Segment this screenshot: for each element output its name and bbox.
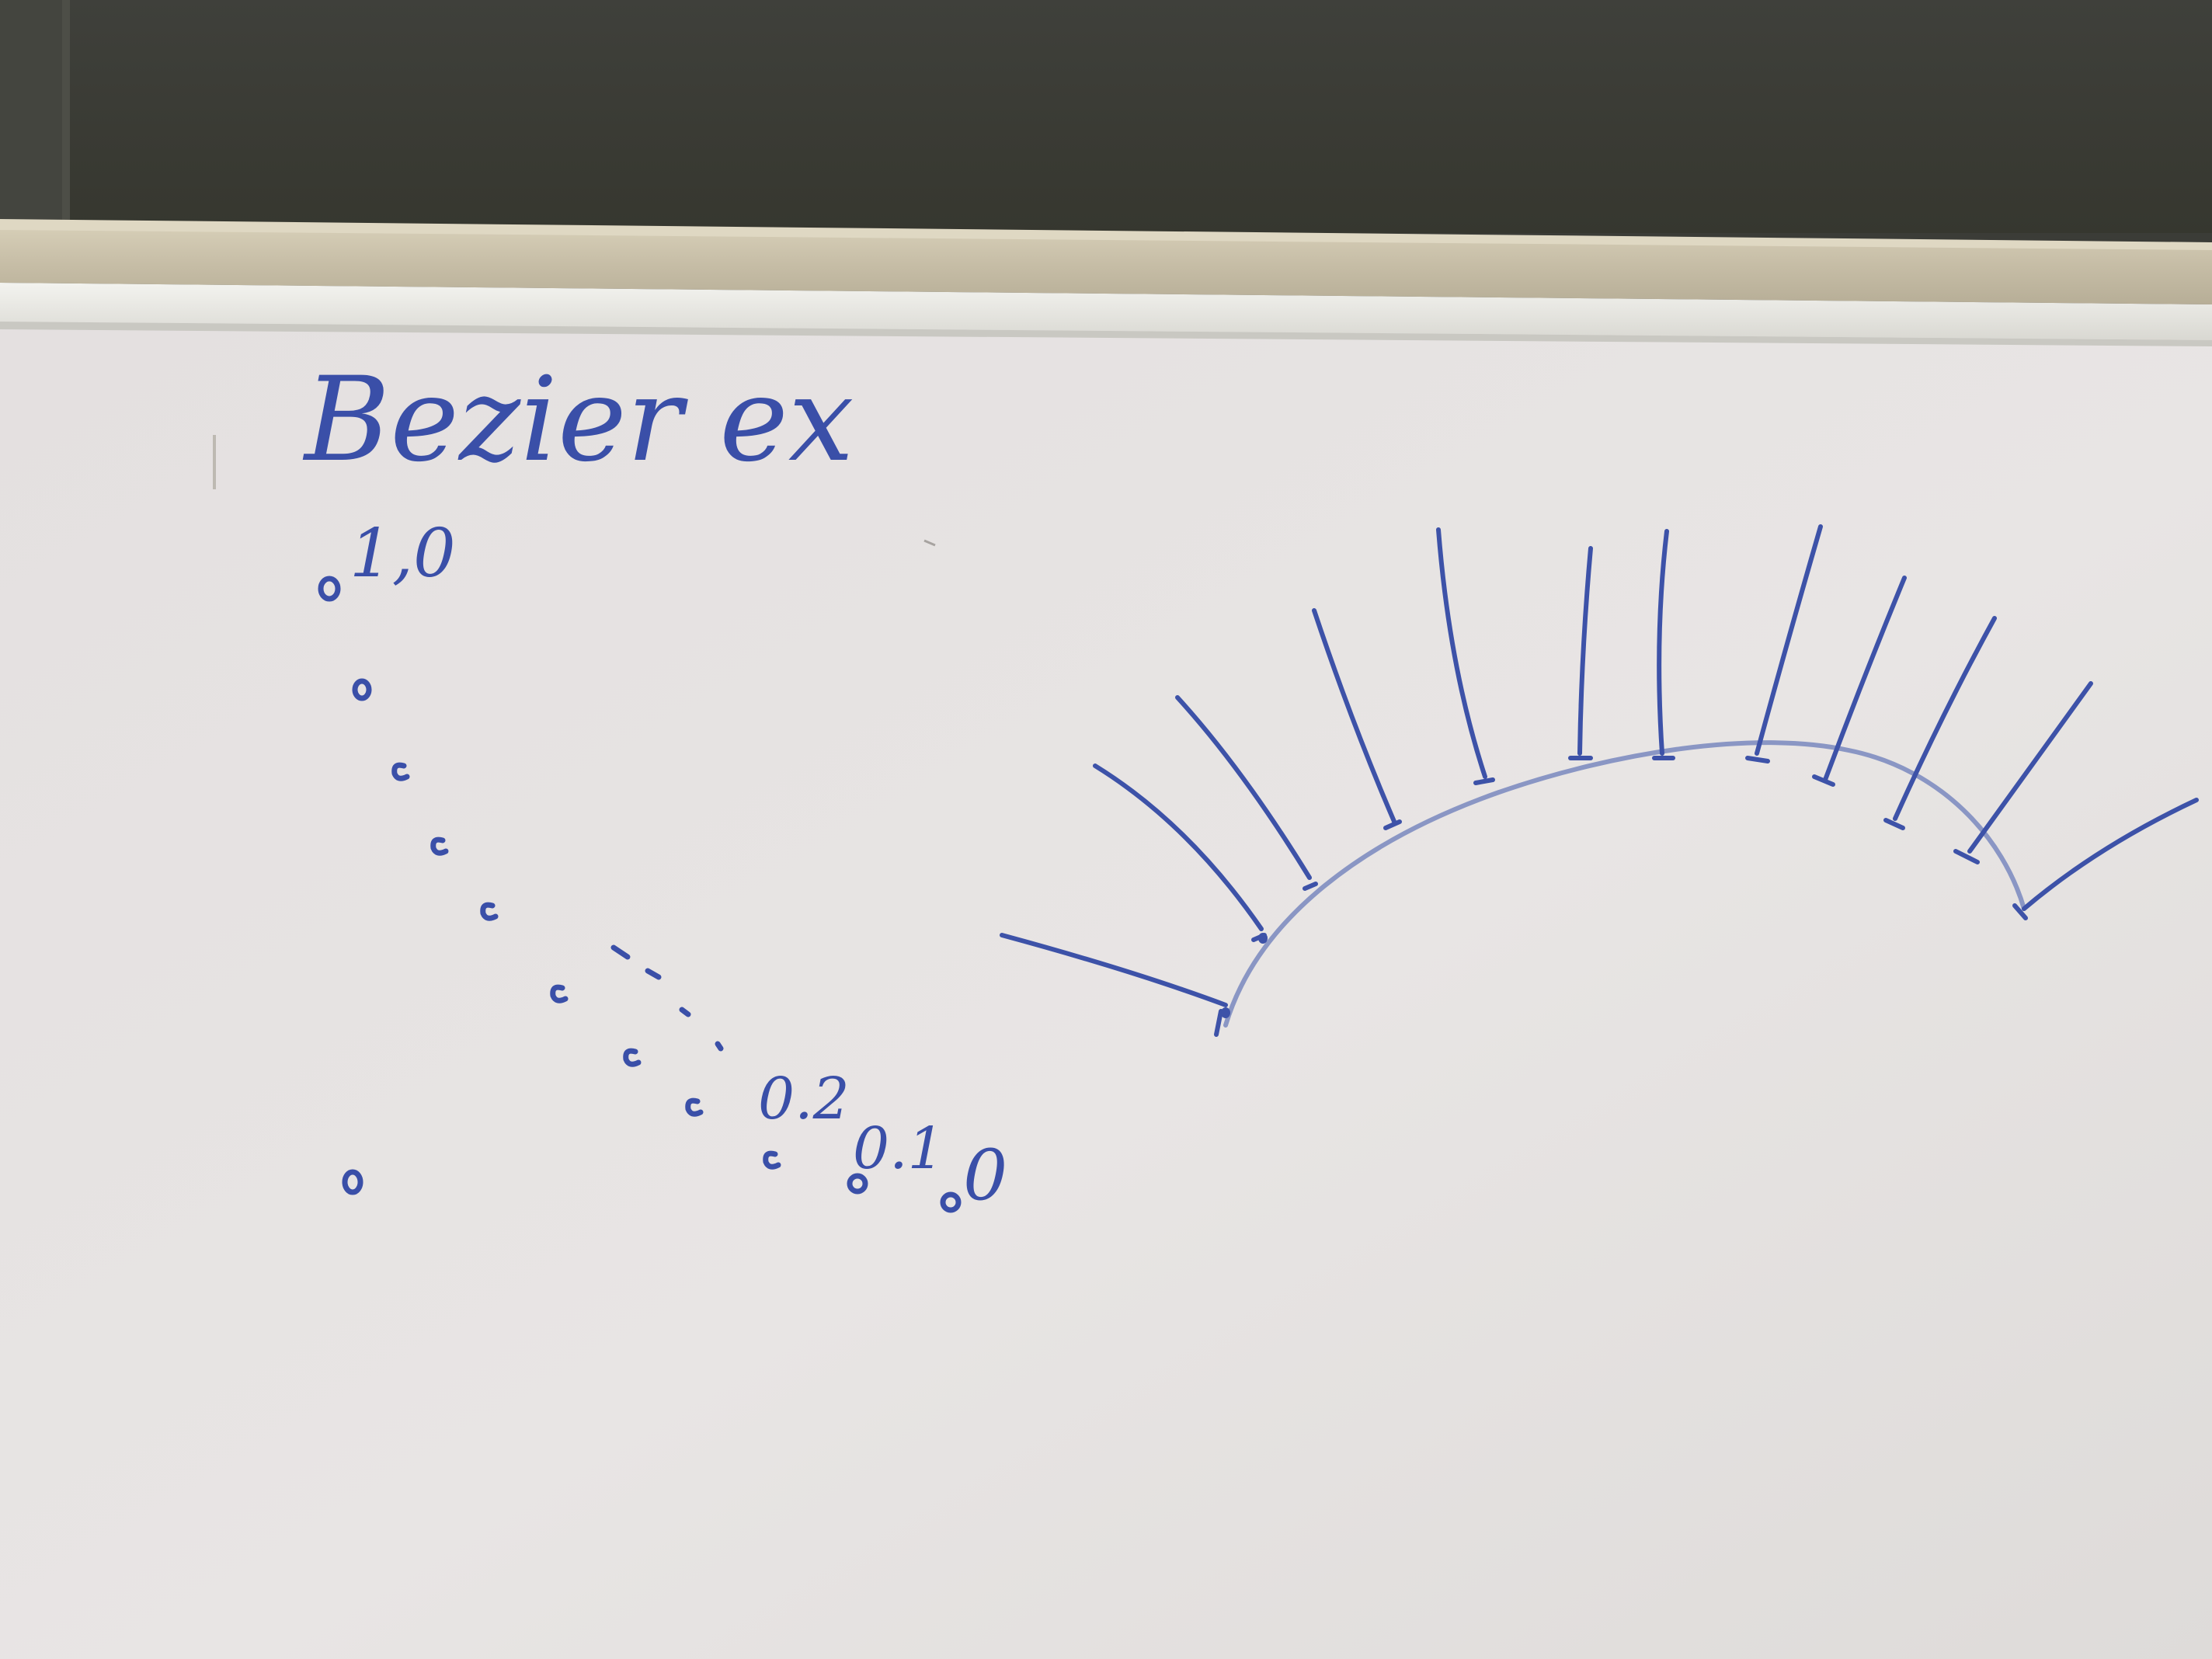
normal-vector bbox=[1436, 527, 1487, 779]
normal-vector bbox=[2022, 798, 2199, 911]
curve-point bbox=[685, 1097, 704, 1117]
arc-curve bbox=[1223, 740, 2026, 1028]
normal-vector bbox=[1175, 695, 1312, 880]
curve-point bbox=[430, 836, 449, 856]
normal-vector bbox=[1657, 529, 1669, 756]
normal-vector bbox=[1577, 546, 1593, 756]
tangent-tick bbox=[2012, 903, 2028, 920]
label-end: 0 bbox=[963, 1135, 1007, 1216]
curve-point bbox=[550, 984, 569, 1003]
normal-vector bbox=[1000, 933, 1228, 1007]
tangent-ticks bbox=[1214, 756, 2028, 1037]
tangent-tick bbox=[1473, 777, 1495, 785]
tray-lip bbox=[0, 219, 2212, 250]
board-title: Bezier ex bbox=[302, 353, 854, 488]
tangent-tick bbox=[1883, 818, 1905, 830]
whiteboard-frame-top bbox=[0, 283, 2212, 340]
curve-point bbox=[391, 762, 410, 781]
arc-endpoint bbox=[1258, 933, 1268, 944]
curve-point bbox=[763, 1150, 781, 1170]
tick-mark bbox=[610, 944, 631, 960]
arc-diagram bbox=[1000, 524, 2199, 1037]
tangent-tick bbox=[1303, 882, 1318, 891]
curve-point bbox=[623, 1048, 642, 1067]
normal-vector bbox=[1312, 608, 1397, 826]
label-lower: 0.1 bbox=[853, 1115, 944, 1182]
tangent-tick bbox=[1953, 849, 1980, 864]
curve-point bbox=[940, 1191, 962, 1213]
bezier-points-left bbox=[318, 576, 962, 1213]
smudge bbox=[923, 539, 936, 547]
arc-endpoint bbox=[1221, 1007, 1230, 1018]
normal-vectors bbox=[1000, 524, 2199, 1007]
wall bbox=[0, 0, 2212, 233]
label-top: 1,0 bbox=[350, 515, 456, 593]
wall-edge bbox=[0, 0, 70, 233]
label-mid: 0.2 bbox=[758, 1066, 850, 1132]
normal-vector bbox=[1893, 616, 1997, 821]
control-point bbox=[342, 1169, 363, 1195]
tick-mark bbox=[645, 968, 662, 980]
normal-vector bbox=[1755, 524, 1823, 756]
curve-point bbox=[352, 678, 372, 701]
frame-shadow bbox=[0, 322, 2212, 346]
tick-mark bbox=[715, 1041, 724, 1052]
tangent-tick bbox=[1745, 756, 1770, 763]
curve-point bbox=[847, 1173, 868, 1195]
tick-mark bbox=[679, 1007, 691, 1017]
tangent-tick bbox=[1383, 819, 1402, 830]
wall-edge-line bbox=[62, 0, 70, 225]
normal-vector bbox=[1093, 763, 1264, 931]
curve-point bbox=[318, 576, 341, 602]
whiteboard-surface bbox=[0, 318, 2212, 1659]
tangent-tick bbox=[1214, 1009, 1223, 1037]
normal-vector bbox=[1823, 576, 1907, 782]
curve-point bbox=[480, 902, 499, 921]
normal-vector bbox=[1967, 681, 2093, 854]
tangent-tick bbox=[1812, 774, 1835, 787]
